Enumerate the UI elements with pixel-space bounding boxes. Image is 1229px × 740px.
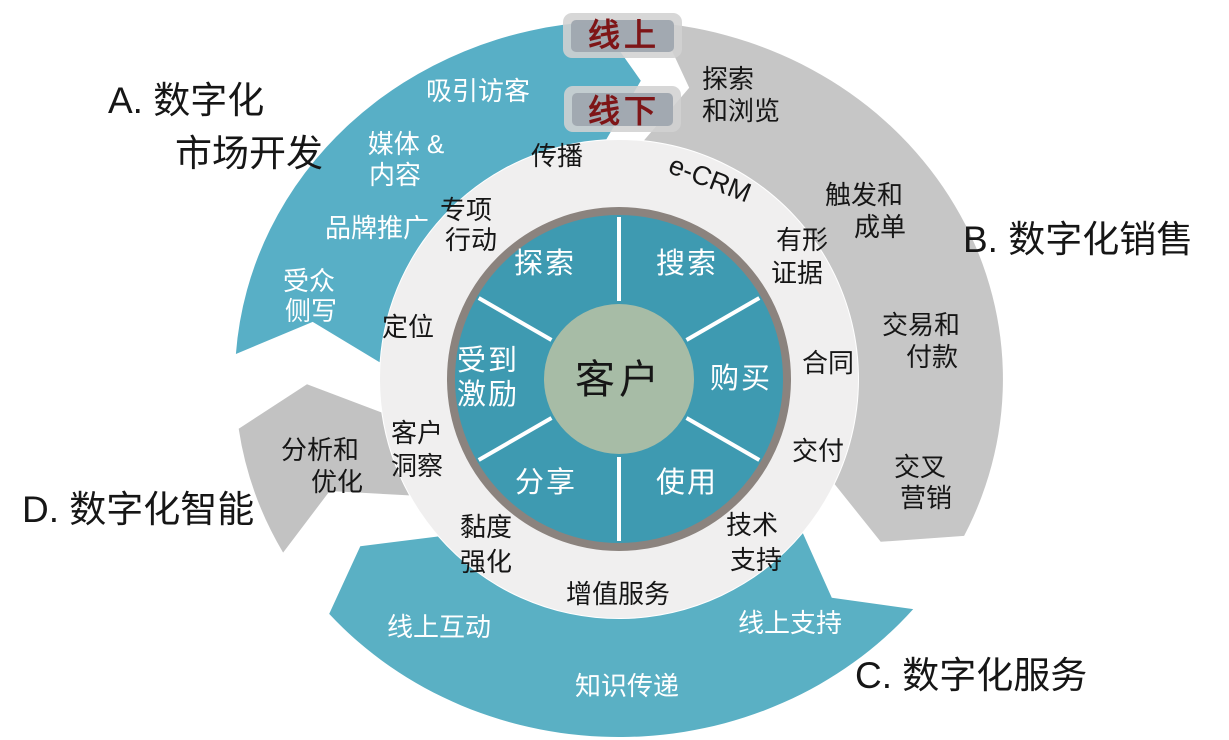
wheel-stage-search: 搜索	[656, 247, 718, 280]
outer-label-knowledge-transfer: 知识传递	[575, 671, 679, 701]
ring-label-special-action-line1: 专项	[440, 195, 492, 225]
outer-label-audience-profile-line2: 侧写	[285, 296, 337, 326]
outer-label-analysis-optimize-line2: 优化	[311, 467, 363, 497]
ring-label-evidence-line2: 证据	[771, 258, 823, 288]
wheel-stage-explore: 探索	[514, 247, 576, 280]
tag-online: 线上	[563, 13, 682, 58]
ring-label-contract: 合同	[802, 348, 854, 378]
outer-label-audience-profile-line1: 受众	[283, 266, 335, 296]
segment-b-digital-sales-arc	[644, 23, 1003, 542]
wheel-divider	[685, 416, 761, 462]
ring-label-insight-line1: 客户	[391, 418, 443, 448]
outer-label-branding: 品牌推广	[325, 213, 429, 243]
outer-label-media-content-line1: 媒体 &	[368, 129, 445, 159]
tag-offline-inner-box	[572, 93, 673, 126]
wheel-stage-buy: 购买	[710, 362, 772, 395]
outer-label-explore-browse-line1: 探索	[702, 64, 754, 94]
tag-online-label: 线上	[588, 17, 660, 53]
section-a-title-line2: 市场开发	[175, 133, 323, 174]
wheel-stage-motivated-line2: 激励	[457, 378, 519, 411]
outer-label-online-interaction: 线上互动	[387, 612, 491, 642]
wheel-divider	[685, 296, 761, 342]
ring-label-special-action-line2: 行动	[445, 225, 497, 255]
outer-label-transaction-payment-line1: 交易和	[882, 310, 960, 340]
tag-offline-label: 线下	[588, 93, 660, 129]
section-a-title-line1: A. 数字化	[108, 80, 264, 121]
section-b-title: B. 数字化销售	[963, 219, 1193, 260]
outer-label-attract-visitors: 吸引访客	[426, 76, 530, 106]
tag-offline: 线下	[564, 86, 681, 132]
wheel-stage-motivated-line1: 受到	[457, 344, 519, 377]
wheel-stage-use: 使用	[656, 466, 718, 499]
center-customer-circle	[544, 304, 694, 454]
outer-label-explore-browse-line2: 和浏览	[702, 96, 780, 126]
ring-label-stickiness-line1: 黏度	[460, 512, 512, 542]
ring-label-insight-line2: 洞察	[391, 451, 443, 481]
outer-label-trigger-order-line2: 成单	[854, 212, 906, 242]
outer-label-cross-marketing-line2: 营销	[900, 483, 952, 513]
ring-label-evidence-line1: 有形	[776, 225, 828, 255]
center-label: 客户	[575, 358, 663, 402]
ring-label-tech-support-line2: 支持	[730, 545, 782, 575]
section-d-title: D. 数字化智能	[22, 489, 254, 530]
segment-c-digital-service-arc	[329, 533, 914, 738]
segment-a-digital-marketing-arc	[235, 21, 641, 363]
ring-label-stickiness-line2: 强化	[460, 547, 512, 577]
wheel-divider	[477, 296, 553, 342]
ring-label-delivery: 交付	[792, 436, 844, 466]
wheel-stage-share: 分享	[515, 466, 577, 499]
outer-label-transaction-payment-line2: 付款	[906, 342, 958, 372]
ring-label-spread: 传播	[531, 141, 583, 171]
outer-label-online-support: 线上支持	[738, 608, 842, 638]
ring-label-tech-support-line1: 技术	[726, 510, 778, 540]
outer-label-cross-marketing-line1: 交叉	[894, 452, 946, 482]
outer-label-trigger-order-line1: 触发和	[825, 180, 903, 210]
outer-label-analysis-optimize-line1: 分析和	[281, 435, 359, 465]
section-c-title: C. 数字化服务	[855, 655, 1087, 696]
tag-online-inner-box	[571, 20, 674, 52]
wheel-divider	[477, 416, 553, 462]
ring-label-positioning: 定位	[382, 312, 434, 342]
ring-label-value-added: 增值服务	[566, 579, 670, 609]
segment-d-digital-intelligence-arc	[238, 384, 410, 553]
outer-label-media-content-line2: 内容	[369, 160, 421, 190]
